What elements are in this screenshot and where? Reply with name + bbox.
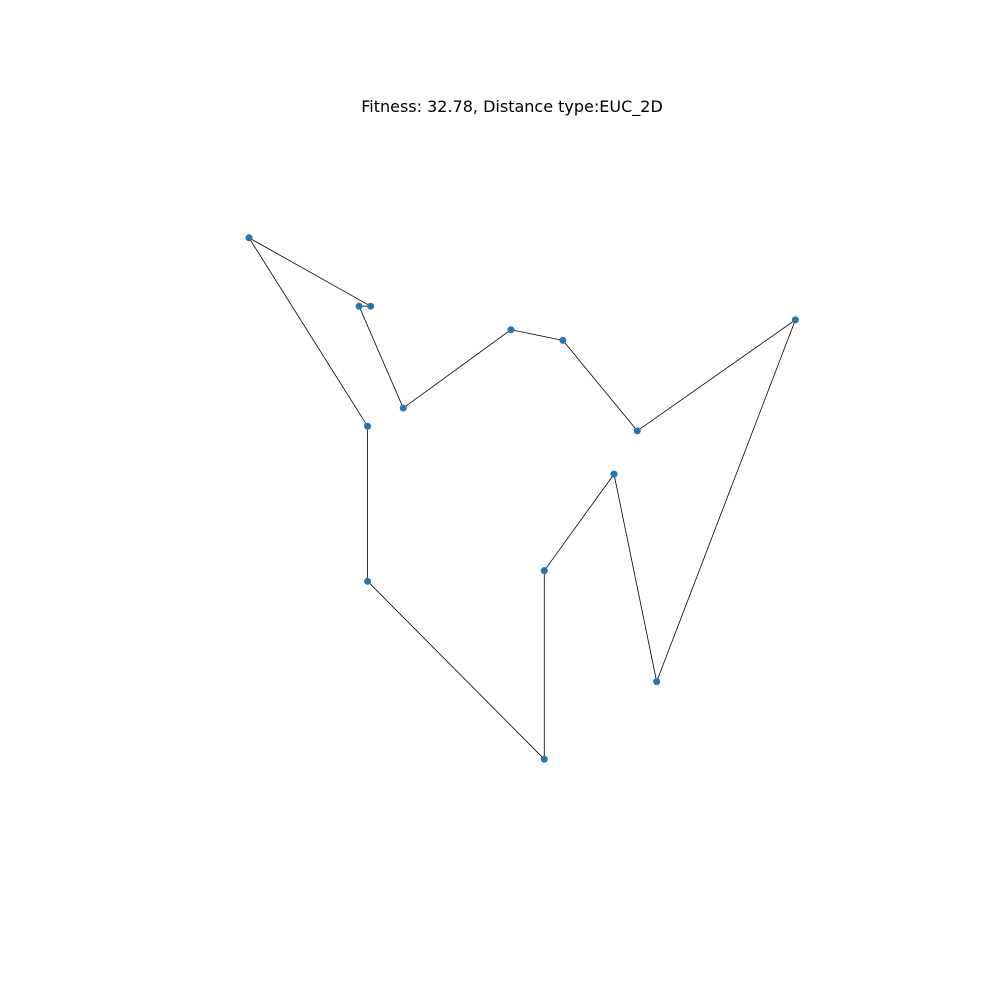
route-edge-13 [248, 237, 368, 427]
city-point-8 [633, 427, 641, 435]
city-point-4 [559, 336, 567, 344]
route-edge-9 [543, 473, 615, 571]
route-edge-3 [402, 329, 512, 409]
city-point-13 [540, 755, 548, 763]
route-edges [248, 237, 796, 760]
city-point-7 [364, 422, 372, 430]
city-point-3 [507, 326, 515, 334]
route-edge-7 [656, 319, 796, 682]
route-edge-0 [248, 237, 371, 307]
city-nodes [245, 234, 799, 763]
route-edge-11 [367, 581, 545, 760]
city-point-9 [610, 470, 618, 478]
city-point-12 [653, 678, 661, 686]
city-point-11 [364, 577, 372, 585]
city-point-2 [367, 302, 375, 310]
route-edge-4 [510, 329, 563, 341]
city-point-10 [540, 567, 548, 575]
route-edge-5 [562, 340, 638, 432]
route-edge-2 [358, 306, 404, 409]
route-edge-6 [637, 319, 796, 432]
city-point-5 [791, 316, 799, 324]
chart-title: Fitness: 32.78, Distance type:EUC_2D [361, 97, 663, 117]
city-point-1 [355, 302, 363, 310]
city-point-6 [399, 404, 407, 412]
city-point-0 [245, 234, 253, 242]
route-edge-8 [613, 474, 658, 682]
